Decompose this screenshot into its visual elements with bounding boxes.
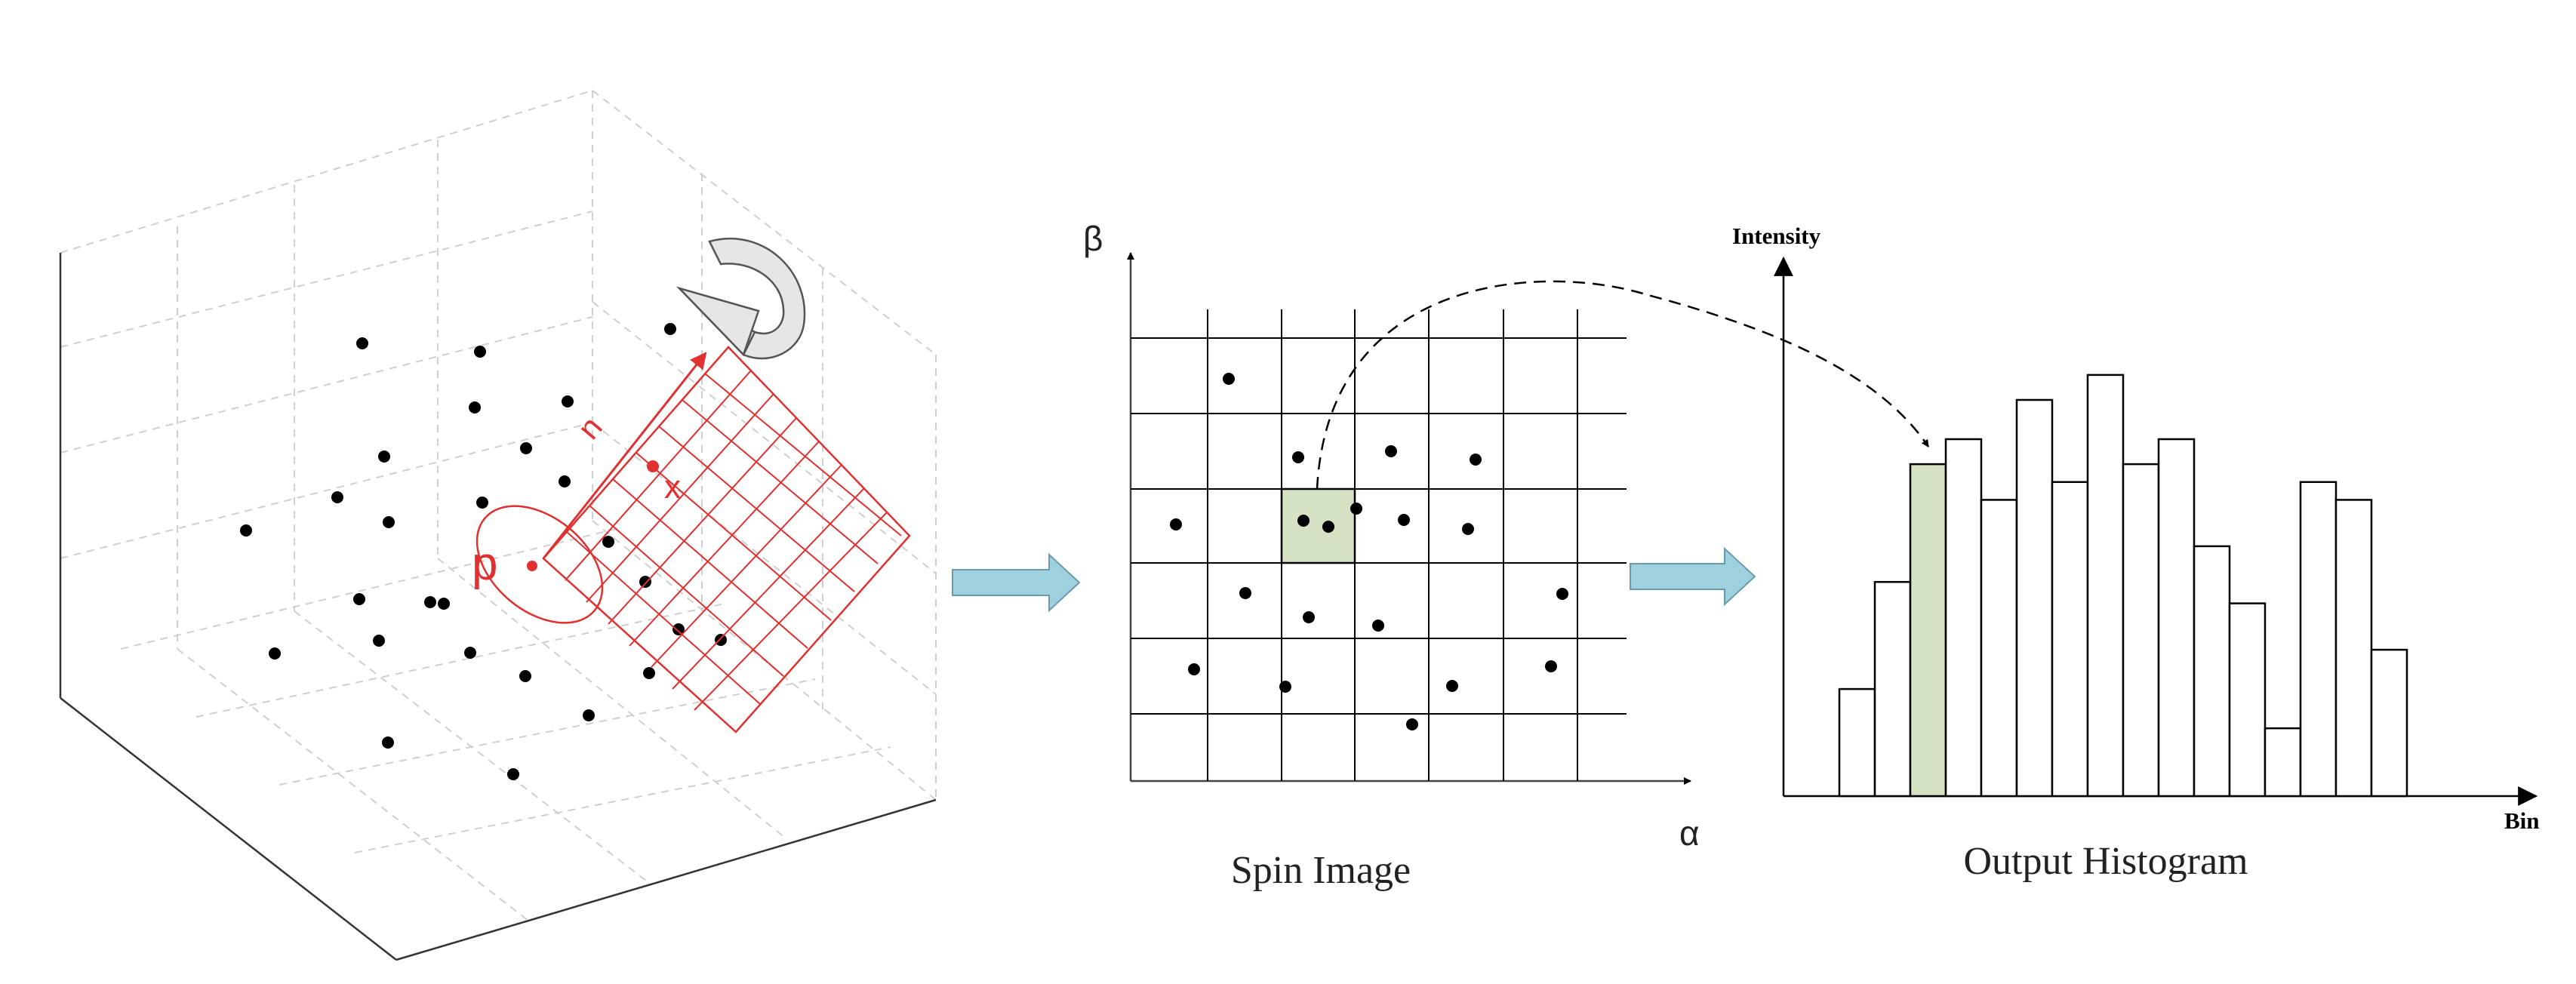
cloud-point <box>382 736 394 749</box>
histogram-bar <box>2122 463 2160 798</box>
spin-point <box>1406 718 1418 730</box>
alpha-axis-label: α <box>1679 813 1700 853</box>
histogram-bar <box>1944 438 1983 798</box>
beta-axis-label: β <box>1083 219 1103 258</box>
cloud-point <box>438 598 450 610</box>
spin-point <box>1322 521 1334 533</box>
histogram-bar <box>2228 602 2267 798</box>
spin-point <box>1188 663 1200 675</box>
cloud-point <box>715 634 727 646</box>
spin-image-panel: β α <box>1083 219 1700 892</box>
cloud-point <box>464 647 476 659</box>
spin-image-title: Spin Image <box>1231 849 1411 892</box>
histogram-bar <box>2086 374 2125 798</box>
histogram-bar <box>2157 438 2196 798</box>
spin-point <box>1556 588 1568 600</box>
spin-plane <box>542 346 911 733</box>
histogram-title: Output Histogram <box>1964 840 2248 883</box>
cloud-point <box>520 442 532 454</box>
cloud-point <box>353 593 365 605</box>
cloud-point <box>383 516 395 528</box>
cloud-point <box>331 491 343 503</box>
cloud-point <box>373 635 385 647</box>
point-p-label: p <box>472 538 497 590</box>
spin-point <box>1446 680 1458 692</box>
box-axes <box>59 253 937 961</box>
bin-axis-label: Bin <box>2504 807 2540 834</box>
histogram-panel: Intensity Bin Output Histogram <box>1732 223 2540 883</box>
cloud-point <box>583 709 595 721</box>
point-x-label: x <box>664 469 681 506</box>
histogram-bar <box>1980 499 2018 798</box>
spin-point <box>1297 515 1310 527</box>
intensity-axis-label: Intensity <box>1732 223 1821 249</box>
spin-point <box>1545 660 1557 672</box>
cloud-point <box>643 667 655 679</box>
histogram-bar <box>2193 545 2231 798</box>
histogram-bar <box>2051 481 2089 798</box>
flow-arrow-2 <box>1630 546 1756 607</box>
support-ellipse <box>475 505 604 624</box>
highlighted-cell <box>1280 487 1356 564</box>
cloud-point <box>269 647 281 660</box>
cloud-point <box>356 337 368 349</box>
mapping-arrow <box>1316 280 1930 490</box>
cloud-point <box>474 346 486 358</box>
spin-point <box>1279 681 1291 693</box>
spin-point <box>1385 445 1397 457</box>
cloud-point <box>559 475 571 487</box>
rotation-arrow-icon <box>676 237 806 360</box>
cloud-point <box>672 623 685 635</box>
cloud-point <box>507 768 519 780</box>
histogram-bar-highlighted <box>1909 463 1947 798</box>
spin-points <box>1170 373 1568 730</box>
point-p <box>527 561 537 571</box>
spin-grid <box>1131 309 1627 781</box>
flow-arrow-1 <box>952 552 1081 613</box>
histogram-bar <box>2299 481 2337 798</box>
cloud-point <box>424 596 436 608</box>
cloud-point <box>469 401 481 414</box>
histogram-bar <box>2015 398 2054 798</box>
normal-arrow <box>542 352 707 559</box>
cloud-point <box>519 670 531 682</box>
normal-label: n <box>571 410 609 446</box>
histogram-bar <box>2370 648 2408 798</box>
cloud-point <box>602 536 614 548</box>
cloud-point <box>240 524 252 537</box>
histogram-bar <box>1873 580 1912 798</box>
spin-point <box>1303 611 1315 623</box>
cloud-point <box>664 323 676 335</box>
spin-point <box>1470 454 1482 466</box>
cloud-point <box>476 497 488 509</box>
spin-point <box>1372 620 1384 632</box>
histogram-bar <box>2334 499 2373 798</box>
cloud-points <box>240 323 727 780</box>
spin-point <box>1398 514 1410 526</box>
spin-point <box>1292 451 1304 463</box>
spin-point <box>1350 503 1362 515</box>
cloud-point <box>639 576 651 588</box>
spin-point <box>1239 587 1251 599</box>
spin-point <box>1462 523 1474 535</box>
histogram-bar <box>1838 687 1876 798</box>
point-x <box>647 460 659 472</box>
cloud-point <box>378 450 390 463</box>
box-grid <box>60 90 937 921</box>
spin-point <box>1223 373 1235 385</box>
cloud-point <box>562 395 574 407</box>
histogram-bars <box>1838 374 2408 798</box>
histogram-bar <box>2264 727 2302 798</box>
spin-point <box>1170 518 1182 530</box>
point-cloud-panel: n x p <box>59 90 937 961</box>
